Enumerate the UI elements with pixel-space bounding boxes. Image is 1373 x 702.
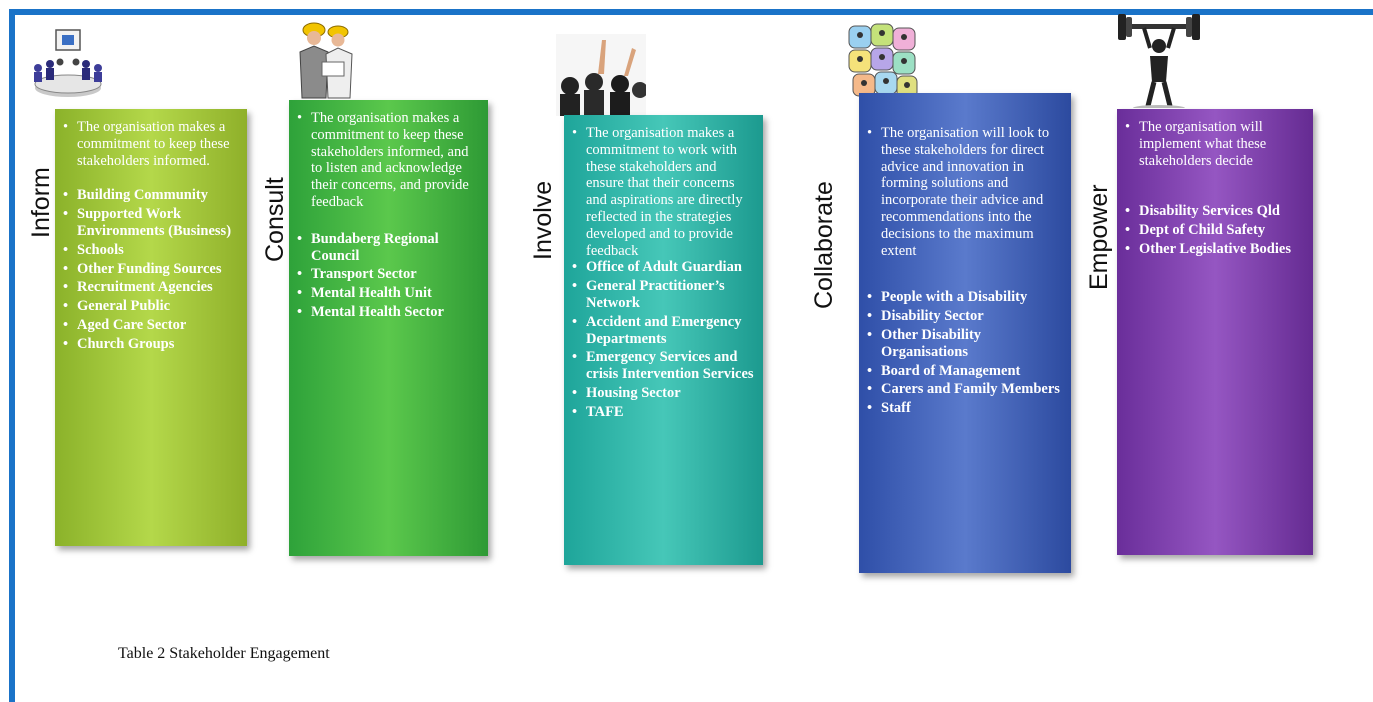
- col-label-empower: Empower: [1085, 184, 1113, 290]
- list-item: Carers and Family Members: [867, 381, 1065, 398]
- list-item: Recruitment Agencies: [63, 279, 241, 296]
- inform-stakeholder-list: Building Community Supported Work Enviro…: [63, 187, 241, 353]
- raised-hands-audience-icon: [556, 34, 646, 116]
- list-item: Building Community: [63, 187, 241, 204]
- involve-stakeholder-list: Office of Adult Guardian General Practit…: [572, 259, 757, 421]
- frame-left-border: [9, 9, 15, 702]
- list-item: Bundaberg Regional Council: [297, 231, 482, 265]
- list-item: Office of Adult Guardian: [572, 259, 757, 276]
- weightlifter-icon: [1118, 14, 1200, 108]
- col-label-collaborate: Collaborate: [810, 181, 838, 309]
- inform-box: The organisation makes a commitment to k…: [55, 109, 247, 546]
- inform-description: The organisation makes a commitment to k…: [63, 119, 241, 169]
- list-item: General Public: [63, 298, 241, 315]
- list-item: TAFE: [572, 404, 757, 421]
- consult-stakeholder-list: Bundaberg Regional Council Transport Sec…: [297, 231, 482, 321]
- col-label-consult: Consult: [261, 177, 289, 262]
- consult-description: The organisation makes a commitment to k…: [297, 110, 482, 211]
- puzzle-people-icon: [848, 23, 918, 117]
- collaborate-box: The organisation will look to these stak…: [859, 93, 1071, 573]
- list-item: Mental Health Sector: [297, 304, 482, 321]
- empower-box: The organisation will implement what the…: [1117, 109, 1313, 555]
- list-item: Aged Care Sector: [63, 317, 241, 334]
- list-item: Other Legislative Bodies: [1125, 241, 1307, 258]
- list-item: Board of Management: [867, 363, 1065, 380]
- collaborate-stakeholder-list: People with a Disability Disability Sect…: [867, 289, 1065, 417]
- list-item: Disability Sector: [867, 308, 1065, 325]
- empower-description: The organisation will implement what the…: [1125, 119, 1307, 169]
- list-item: Accident and Emergency Departments: [572, 314, 757, 348]
- list-item: Housing Sector: [572, 385, 757, 402]
- involve-box: The organisation makes a commitment to w…: [564, 115, 763, 565]
- col-label-inform: Inform: [27, 167, 55, 238]
- list-item: Disability Services Qld: [1125, 203, 1307, 220]
- list-item: General Practitioner’s Network: [572, 278, 757, 312]
- empower-stakeholder-list: Disability Services Qld Dept of Child Sa…: [1125, 203, 1307, 258]
- collaborate-description: The organisation will look to these stak…: [867, 125, 1065, 259]
- list-item: Staff: [867, 400, 1065, 417]
- list-item: Schools: [63, 242, 241, 259]
- list-item: People with a Disability: [867, 289, 1065, 306]
- figure-caption: Table 2 Stakeholder Engagement: [118, 645, 330, 662]
- list-item: Supported Work Environments (Business): [63, 206, 241, 240]
- list-item: Dept of Child Safety: [1125, 222, 1307, 239]
- involve-description: The organisation makes a commitment to w…: [572, 125, 757, 259]
- construction-workers-icon: [299, 22, 353, 99]
- frame-top-border: [9, 9, 1373, 15]
- list-item: Mental Health Unit: [297, 285, 482, 302]
- list-item: Emergency Services and crisis Interventi…: [572, 349, 757, 383]
- list-item: Transport Sector: [297, 266, 482, 283]
- list-item: Other Funding Sources: [63, 261, 241, 278]
- meeting-group-icon: [34, 29, 102, 97]
- consult-box: The organisation makes a commitment to k…: [289, 100, 488, 556]
- col-label-involve: Involve: [529, 180, 557, 260]
- list-item: Other Disability Organisations: [867, 327, 1065, 361]
- list-item: Church Groups: [63, 336, 241, 353]
